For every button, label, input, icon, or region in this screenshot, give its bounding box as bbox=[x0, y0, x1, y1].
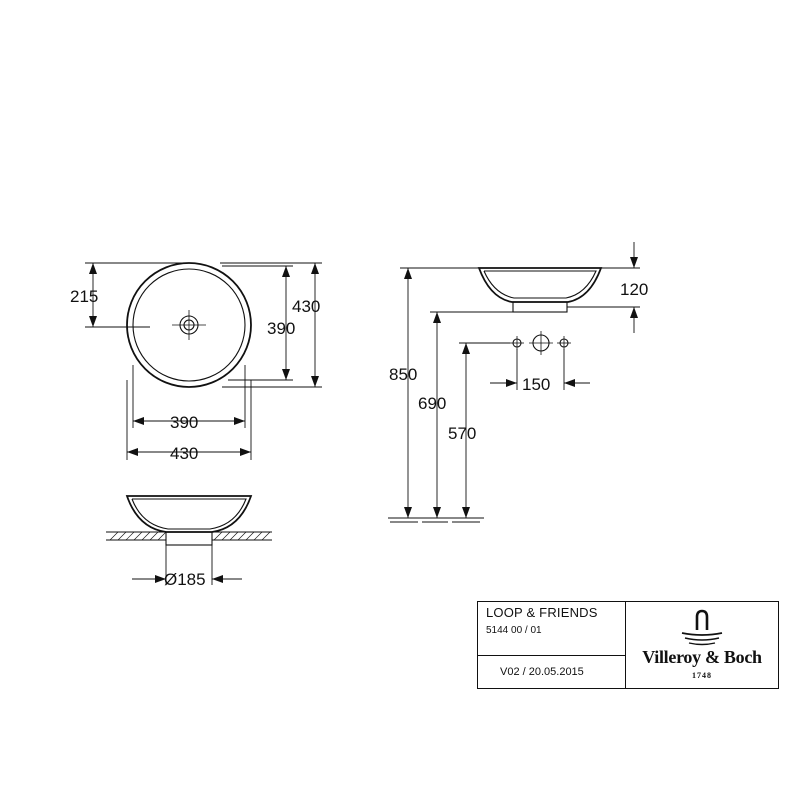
dim-390-vertical-label: 390 bbox=[267, 319, 295, 338]
basin-inner-rim bbox=[132, 268, 246, 382]
dim-215-label: 215 bbox=[70, 287, 98, 306]
floor-line bbox=[388, 517, 484, 523]
brand-year: 1748 bbox=[692, 671, 712, 680]
dim-390-horizontal-label: 390 bbox=[170, 413, 198, 432]
brand-name: Villeroy & Boch bbox=[642, 647, 762, 667]
dim-150-label: 150 bbox=[522, 375, 550, 394]
countertop-hatch bbox=[109, 531, 271, 541]
dim-430-horizontal-label: 430 bbox=[170, 444, 198, 463]
bowl-profile bbox=[125, 495, 253, 533]
tap-hole-icon bbox=[510, 331, 571, 355]
logo-fountain-icon bbox=[681, 609, 723, 646]
waste-outlet bbox=[165, 531, 213, 546]
dim-570-label: 570 bbox=[448, 424, 476, 443]
title-block: LOOP & FRIENDS 5144 00 / 01 V02 / 20.05.… bbox=[477, 601, 779, 689]
version-date: V02 / 20.05.2015 bbox=[500, 666, 584, 678]
top-view: 215 430 390 390 430 bbox=[70, 262, 322, 463]
product-name: LOOP & FRIENDS bbox=[486, 605, 598, 620]
dim-850-label: 850 bbox=[389, 365, 417, 384]
title-block-divider bbox=[478, 655, 625, 656]
drain-symbol-icon bbox=[172, 310, 206, 340]
product-code: 5144 00 / 01 bbox=[486, 625, 542, 636]
dim-120-label: 120 bbox=[620, 280, 648, 299]
basin-outer-rim bbox=[126, 262, 252, 388]
side-bowl-profile bbox=[477, 267, 603, 303]
section-view: Ø185 bbox=[106, 495, 272, 589]
side-waste bbox=[512, 301, 568, 313]
brand-logo: Villeroy & Boch 1748 bbox=[626, 602, 778, 688]
side-view: 850 690 570 120 bbox=[388, 242, 648, 523]
dim-690-label: 690 bbox=[418, 394, 446, 413]
dim-430-vertical-label: 430 bbox=[292, 297, 320, 316]
title-block-info: LOOP & FRIENDS 5144 00 / 01 V02 / 20.05.… bbox=[478, 602, 626, 688]
dim-waste-diameter-label: Ø185 bbox=[164, 570, 206, 589]
